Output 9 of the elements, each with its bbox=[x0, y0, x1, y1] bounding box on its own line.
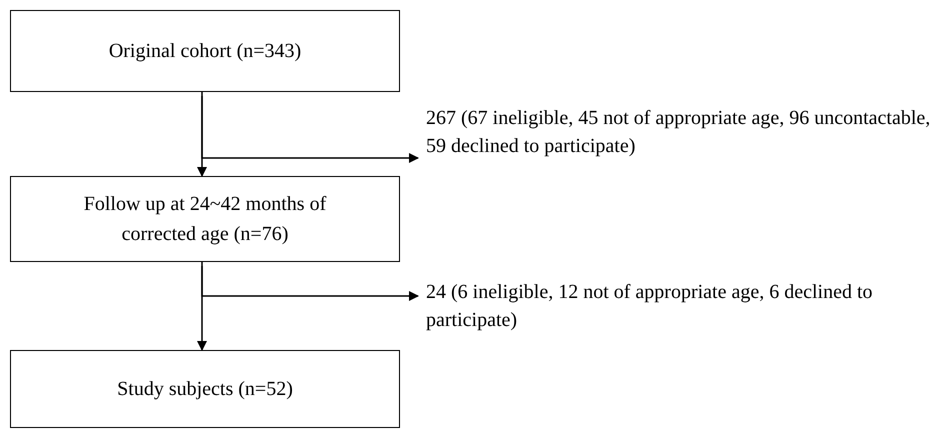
arrow bbox=[201, 266, 419, 301]
exclusion-note: 24 (6 ineligible, 12 not of appropriate age, 6 declined to participate) bbox=[418, 276, 938, 336]
arrow bbox=[201, 96, 419, 163]
process-box: Follow up at 24~42 months of corrected age (n=76) bbox=[10, 176, 400, 262]
arrow bbox=[197, 262, 207, 351]
process-box: Study subjects (n=52) bbox=[10, 350, 400, 428]
exclusion-note: 267 (67 ineligible, 45 not of appropriate age, 96 uncontactable, 59 declined to participate) bbox=[418, 100, 938, 164]
arrow bbox=[197, 92, 207, 177]
process-box: Original cohort (n=343) bbox=[10, 10, 400, 92]
